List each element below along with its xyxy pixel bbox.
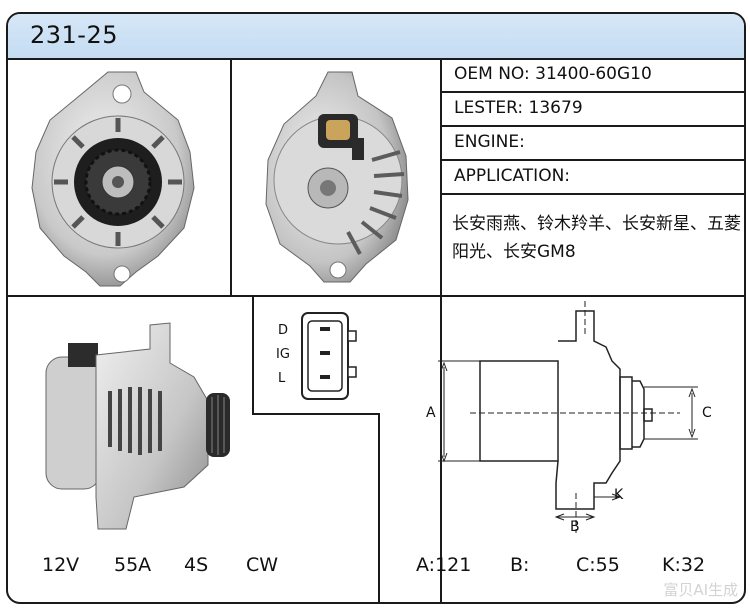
alternator-front-view <box>8 60 230 295</box>
dimension-c-value: C:55 <box>576 554 620 576</box>
alternator-side-view <box>8 297 378 547</box>
engine-row: ENGINE: <box>442 127 744 159</box>
lester-number: LESTER: 13679 <box>454 98 583 118</box>
dimension-drawing: A C B K <box>380 297 744 547</box>
lester-row: LESTER: 13679 <box>442 93 744 125</box>
oem-number: OEM NO: 31400-60G10 <box>454 64 652 84</box>
oem-number-row: OEM NO: 31400-60G10 <box>442 58 744 91</box>
connector-plug-diagram: D IG L <box>252 297 380 415</box>
grid-divider <box>440 91 744 93</box>
dimension-a-value: A:121 <box>416 554 472 576</box>
grid-divider <box>440 159 744 161</box>
model-number: 231-25 <box>30 21 119 49</box>
pin-label-d: D <box>278 323 289 338</box>
grid-divider <box>230 58 232 295</box>
grid-divider <box>440 193 744 195</box>
dimension-k-value: K:32 <box>662 554 706 576</box>
pin-label-l: L <box>278 371 286 386</box>
rated-voltage: 12V <box>42 554 80 576</box>
application-row: APPLICATION: <box>442 161 744 193</box>
engine-label: ENGINE: <box>454 132 525 152</box>
grid-divider <box>440 125 744 127</box>
dimension-b-value: B: <box>510 554 530 576</box>
application-vehicles: 长安雨燕、铃木羚羊、长安新星、五菱阳光、长安GM8 <box>452 214 741 262</box>
alternator-rear-view <box>232 60 440 295</box>
pin-label-ig: IG <box>276 347 290 362</box>
application-label: APPLICATION: <box>454 166 571 186</box>
dimension-a-mark: A <box>426 405 436 421</box>
dimension-k-mark: K <box>614 487 624 503</box>
grid-divider <box>440 58 442 602</box>
pulley-groove: 4S <box>184 554 209 576</box>
dimension-b-mark: B <box>570 519 580 535</box>
dimension-c-mark: C <box>702 405 712 421</box>
grid-divider <box>8 295 744 297</box>
application-value-cell: 长安雨燕、铃木羚羊、长安新星、五菱阳光、长安GM8 <box>442 210 744 290</box>
rated-current: 55A <box>114 554 152 576</box>
watermark: 富贝AI生成 <box>663 581 738 599</box>
product-spec-sheet: 231-25 <box>6 12 746 604</box>
rotation-direction: CW <box>246 554 279 576</box>
grid-divider <box>378 295 380 602</box>
title-bar: 231-25 <box>8 14 744 60</box>
